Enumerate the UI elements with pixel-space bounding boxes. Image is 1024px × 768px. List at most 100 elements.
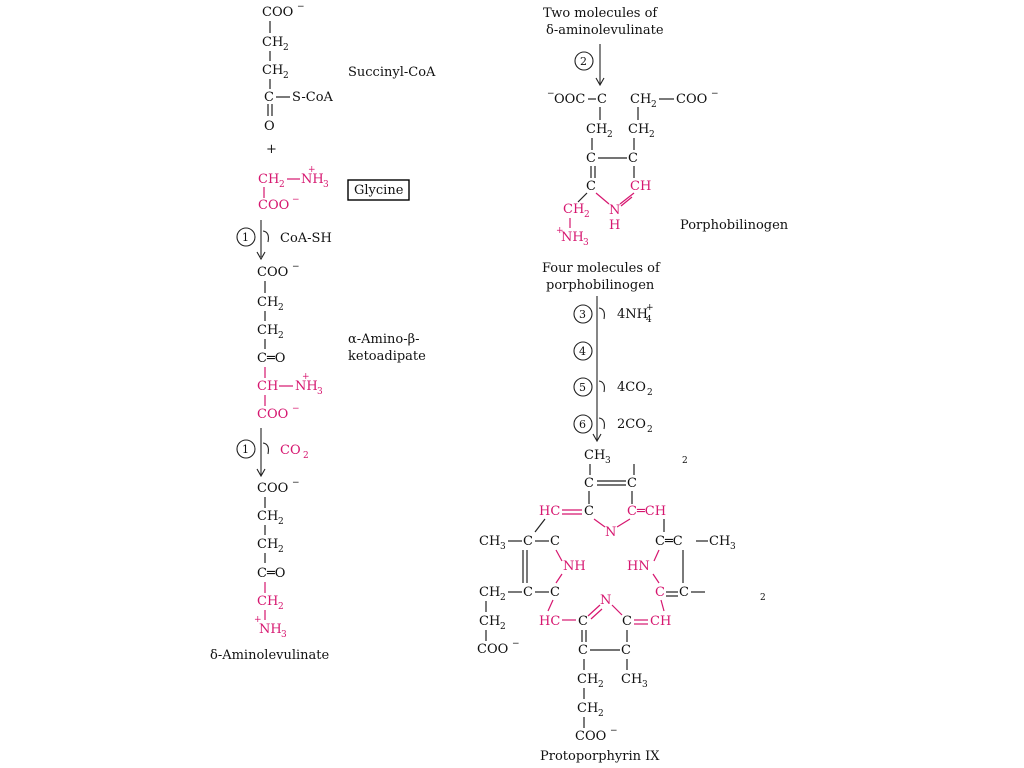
atom-coo: COO: [477, 642, 508, 657]
atom-ch: CH: [257, 537, 278, 552]
atom-o: O: [264, 119, 275, 134]
subscript: 2: [278, 545, 284, 555]
subscript: 3: [583, 238, 589, 248]
atom-coo: COO: [257, 265, 288, 280]
atom-coo: COO: [676, 92, 707, 107]
step-4-number: 4: [579, 345, 586, 358]
step-4-circle: [573, 341, 593, 361]
atom-nh: NH: [301, 172, 324, 187]
subscript: 3: [500, 542, 506, 552]
subscript: 3: [317, 387, 323, 397]
atom-coo: COO: [257, 407, 288, 422]
subscript: 2: [500, 622, 506, 632]
subscript: 2: [303, 451, 309, 461]
protoporphyrin-structure: CH 3 2 C C HC C C═CH N CH 3 C C NH: [477, 448, 766, 744]
charge-minus: −: [292, 195, 300, 205]
glycine-box: [347, 179, 410, 201]
atom-c: C: [578, 643, 588, 658]
byproduct-coash: CoA-SH: [280, 231, 332, 246]
label-porphobilinogen: Porphobilinogen: [680, 218, 789, 233]
atom-ooc: OOC: [554, 92, 585, 107]
subscript: 3: [281, 630, 287, 640]
atom-n: N: [605, 525, 616, 540]
aminolevulinate-structure: COO − CH 2 CH 2 C═O CH 2 + NH 3: [254, 478, 300, 640]
atom-coo: COO: [258, 198, 289, 213]
atom-n: N: [609, 203, 620, 218]
atom-s-coa: S-CoA: [292, 90, 334, 105]
atom-c-eq-ch: C═CH: [627, 504, 666, 519]
atom-ch: CH: [257, 509, 278, 524]
atom-coo: COO: [257, 481, 288, 496]
label-aminolevulinate: δ-Aminolevulinate: [210, 648, 330, 663]
step-2-number: 2: [580, 55, 587, 68]
step-3-circle: [573, 304, 593, 324]
label-glycine: Glycine: [354, 183, 404, 198]
atom-c: C: [264, 90, 274, 105]
atom-hc: HC: [539, 504, 560, 519]
atom-ch: CH: [257, 323, 278, 338]
atom-c: C: [550, 534, 560, 549]
atom-c: C: [523, 534, 533, 549]
atom-ch: CH: [628, 122, 649, 137]
charge-minus: −: [297, 2, 305, 12]
subscript: 3: [730, 542, 736, 552]
atom-nh: NH: [295, 379, 318, 394]
charge-minus: −: [512, 639, 520, 649]
atom-c: C: [597, 92, 607, 107]
subscript: 4: [646, 315, 652, 325]
label-two-molecules-1: Two molecules of: [543, 6, 658, 21]
atom-ch: CH: [586, 122, 607, 137]
atom-c-eq-o: C═O: [257, 566, 285, 581]
atom-c: C: [655, 585, 665, 600]
subscript: 3: [323, 180, 329, 190]
subscript: 2: [607, 130, 613, 140]
subscript: 2: [647, 425, 653, 435]
byproduct-4co2: 4CO: [617, 380, 646, 395]
atom-ch: CH: [257, 295, 278, 310]
subscript: 2: [651, 100, 657, 110]
label-amino-ketoadipate-1: α-Amino-β-: [348, 332, 420, 347]
atom-ch: CH: [262, 35, 283, 50]
label-four-molecules-2: porphobilinogen: [546, 278, 655, 293]
atom-n: N: [600, 593, 611, 608]
charge-minus: −: [292, 262, 300, 272]
step-6-number: 6: [579, 418, 586, 431]
atom-c: C: [679, 585, 689, 600]
step-5-number: 5: [579, 381, 586, 394]
subscript: 2: [279, 180, 285, 190]
label-protoporphyrin: Protoporphyrin IX: [540, 749, 660, 764]
amino-ketoadipate-structure: COO − CH 2 CH 2 C═O CH NH 3 + COO −: [257, 262, 323, 422]
atom-ch: CH: [563, 202, 584, 217]
label-four-molecules-1: Four molecules of: [542, 261, 661, 276]
charge-plus: +: [308, 165, 316, 175]
step-5-circle: [573, 377, 593, 397]
charge-plus: +: [302, 372, 310, 382]
subscript: 2: [682, 456, 688, 466]
charge-minus: −: [547, 89, 555, 99]
atom-c: C: [622, 614, 632, 629]
step-1-number-second: 1: [242, 443, 249, 456]
atom-c: C: [578, 614, 588, 629]
atom-c: C: [550, 585, 560, 600]
subscript: 2: [278, 331, 284, 341]
atom-ch: CH: [262, 63, 283, 78]
charge-minus: −: [292, 478, 300, 488]
atom-nh: NH: [561, 230, 584, 245]
label-amino-ketoadipate-2: ketoadipate: [348, 349, 426, 364]
step-2-circle: [574, 51, 594, 71]
subscript: 2: [598, 680, 604, 690]
charge-plus: +: [556, 226, 564, 236]
atom-c-eq-c: C═C: [655, 534, 683, 549]
subscript: 2: [283, 43, 289, 53]
atom-c: C: [523, 585, 533, 600]
charge-minus: −: [711, 89, 719, 99]
atom-ch: CH: [630, 179, 651, 194]
step-1-number: 1: [242, 231, 249, 244]
atom-ch: CH: [258, 172, 279, 187]
subscript: 2: [584, 210, 590, 220]
subscript: 3: [642, 680, 648, 690]
byproduct-nh4: 4NH: [617, 307, 648, 322]
atom-c-eq-o: C═O: [257, 351, 285, 366]
porphobilinogen-structure: − OOC C CH 2 COO − CH 2 CH 2 C C C CH N …: [547, 89, 719, 248]
atom-c: C: [628, 151, 638, 166]
